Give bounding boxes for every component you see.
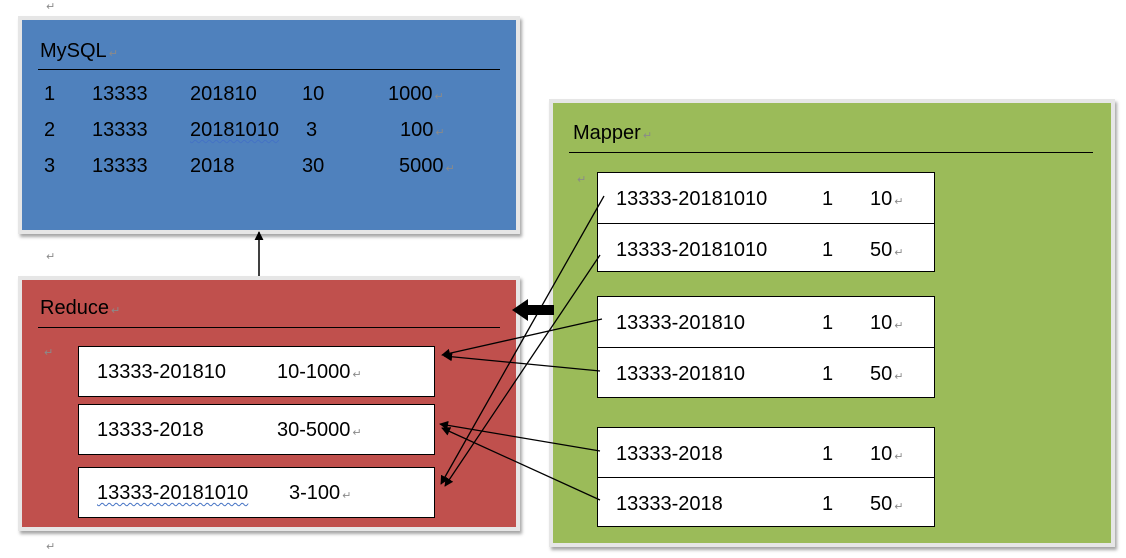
reduce-title-rule bbox=[38, 327, 500, 328]
mapper-record: 13333-201810 1 10↵ bbox=[598, 297, 934, 347]
mysql-cell-id: 1 bbox=[44, 83, 56, 105]
mysql-cell-sum: 5000↵ bbox=[399, 155, 455, 177]
mysql-title: MySQL↵ bbox=[40, 40, 118, 62]
mapper-title-rule bbox=[569, 152, 1093, 153]
return-mark: ↵ bbox=[108, 48, 118, 60]
mapper-group: 13333-201810 1 10↵ 13333-201810 1 50↵ bbox=[597, 296, 935, 398]
reduce-item-key: 13333-2018 bbox=[97, 419, 204, 441]
reduce-item-value: 10-1000↵ bbox=[277, 361, 362, 383]
mysql-cell-sum: 100↵ bbox=[400, 119, 445, 141]
reduce-item-key: 13333-201810 bbox=[97, 361, 227, 383]
return-mark: ↵ bbox=[44, 347, 54, 359]
mapper-record-value: 50↵ bbox=[870, 363, 904, 385]
mapper-record: 13333-2018 1 10↵ bbox=[598, 428, 934, 477]
mapper-group: 13333-20181010 1 10↵ 13333-20181010 1 50… bbox=[597, 172, 935, 272]
mapper-record-key: 13333-20181010 bbox=[616, 239, 768, 261]
mapper-record: 13333-2018 1 50↵ bbox=[598, 477, 934, 527]
reduce-item: 13333-2018 30-5000↵ bbox=[78, 404, 435, 455]
mysql-cell-date: 20181010 bbox=[190, 119, 279, 141]
mapper-record-count: 1 bbox=[822, 443, 834, 465]
return-mark: ↵ bbox=[46, 251, 56, 263]
mysql-cell-user: 13333 bbox=[92, 155, 148, 177]
mysql-cell-user: 13333 bbox=[92, 119, 148, 141]
mapper-record: 13333-20181010 1 50↵ bbox=[598, 223, 934, 272]
mapper-record-count: 1 bbox=[822, 239, 834, 261]
mapper-record-count: 1 bbox=[822, 188, 834, 210]
mysql-cell-date: 201810 bbox=[190, 83, 257, 105]
mapper-record: 13333-201810 1 50↵ bbox=[598, 347, 934, 398]
mapper-group: 13333-2018 1 10↵ 13333-2018 1 50↵ bbox=[597, 427, 935, 527]
mapper-record-key: 13333-201810 bbox=[616, 312, 746, 334]
mapper-record-key: 13333-2018 bbox=[616, 443, 723, 465]
mapper-record-value: 50↵ bbox=[870, 239, 904, 261]
return-mark: ↵ bbox=[46, 541, 56, 553]
mysql-cell-date: 2018 bbox=[190, 155, 235, 177]
reduce-title: Reduce↵ bbox=[40, 297, 121, 319]
mysql-cell-count: 3 bbox=[306, 119, 318, 141]
return-mark: ↵ bbox=[577, 174, 587, 186]
mapper-record-key: 13333-2018 bbox=[616, 493, 723, 515]
mysql-panel: MySQL↵ 1 13333 201810 10 1000↵ 2 13333 2… bbox=[18, 16, 520, 234]
mysql-cell-id: 2 bbox=[44, 119, 56, 141]
reduce-item-value: 30-5000↵ bbox=[277, 419, 362, 441]
mapper-panel: Mapper↵ ↵ 13333-20181010 1 10↵ 13333-201… bbox=[549, 99, 1115, 547]
mapper-record-value: 50↵ bbox=[870, 493, 904, 515]
mysql-cell-sum: 1000↵ bbox=[388, 83, 444, 105]
reduce-item-value: 3-100↵ bbox=[289, 482, 352, 504]
mapper-record-key: 13333-201810 bbox=[616, 363, 746, 385]
reduce-item: 13333-20181010 3-100↵ bbox=[78, 467, 435, 518]
mysql-cell-id: 3 bbox=[44, 155, 56, 177]
mapper-record-value: 10↵ bbox=[870, 312, 904, 334]
return-mark: ↵ bbox=[46, 1, 56, 13]
mapper-record-value: 10↵ bbox=[870, 188, 904, 210]
mapper-record-count: 1 bbox=[822, 312, 834, 334]
mapper-record-count: 1 bbox=[822, 493, 834, 515]
mysql-title-rule bbox=[38, 69, 500, 70]
mysql-cell-count: 10 bbox=[302, 83, 325, 105]
mapper-record-count: 1 bbox=[822, 363, 834, 385]
reduce-item: 13333-201810 10-1000↵ bbox=[78, 346, 435, 397]
mapper-title: Mapper↵ bbox=[573, 122, 653, 144]
mysql-cell-user: 13333 bbox=[92, 83, 148, 105]
mysql-cell-count: 30 bbox=[302, 155, 325, 177]
reduce-panel: Reduce↵ ↵ 13333-201810 10-1000↵ 13333-20… bbox=[18, 276, 520, 531]
reduce-item-key: 13333-20181010 bbox=[97, 482, 249, 504]
mapper-record-key: 13333-20181010 bbox=[616, 188, 768, 210]
mapper-record-value: 10↵ bbox=[870, 443, 904, 465]
mapper-record: 13333-20181010 1 10↵ bbox=[598, 173, 934, 223]
